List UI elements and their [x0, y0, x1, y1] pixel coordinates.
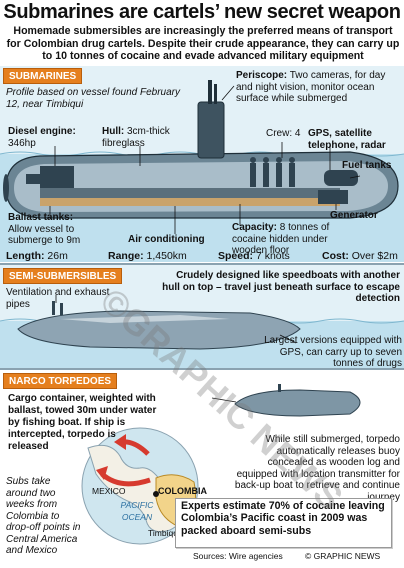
- subs-take-note: Subs take around two weeks from Colombia…: [6, 476, 81, 556]
- crew-label: Crew: 4: [266, 128, 301, 139]
- ballast-title: Ballast tanks:: [8, 212, 74, 223]
- submarine-illustration: [0, 80, 404, 262]
- cargo-container-label: Cargo container, weighted with ballast, …: [8, 393, 157, 452]
- spec-cost: Cost: Over $2m: [322, 250, 398, 262]
- section-divider: [0, 263, 404, 265]
- hull-title: Hull:: [102, 126, 125, 137]
- section-label-semi: SEMI-SUBMERSIBLES: [3, 268, 123, 284]
- page-subtitle: Homemade submersibles are increasingly t…: [6, 25, 400, 63]
- periscope-title: Periscope:: [236, 70, 288, 81]
- crude-design-label: Crudely designed like speedboats with an…: [162, 270, 400, 304]
- credit: © GRAPHIC NEWS: [305, 551, 381, 561]
- vent-label: Ventilation and exhaust pipes: [6, 287, 110, 310]
- hull-text: 3cm-thick fibreglass: [102, 126, 170, 149]
- map-label-timbiqui: Timbiqui: [148, 528, 180, 538]
- ballast-label: Ballast tanks: Allow vessel to submerge …: [8, 212, 108, 247]
- narco-torpedo-illustration: [81, 384, 361, 545]
- aircon-label: Air conditioning: [128, 234, 205, 245]
- capacity-title: Capacity:: [232, 222, 278, 233]
- periscope-label: Periscope: Two cameras, for day and nigh…: [236, 70, 402, 105]
- sources: Sources: Wire agencies: [193, 551, 283, 561]
- diesel-label: Diesel engine: 346hp: [8, 126, 88, 149]
- generator-label: Generator: [330, 210, 378, 221]
- gps-label: GPS, satellite telephone, radar: [308, 128, 386, 151]
- ballast-text: Allow vessel to submerge to 9m: [8, 223, 81, 247]
- section-divider: [0, 368, 404, 370]
- spec-speed: Speed: 7 knots: [218, 250, 290, 262]
- spec-length: Length: 26m: [6, 250, 68, 262]
- section-label-submarines: SUBMARINES: [3, 68, 83, 84]
- capacity-text: 8 tonnes of cocaine hidden under wooden …: [232, 222, 330, 256]
- spec-range: Range: 1,450km: [108, 250, 187, 262]
- section-label-narco: NARCO TORPEDOES: [3, 373, 118, 389]
- diesel-text: 346hp: [8, 137, 36, 149]
- largest-label: Largest versions equipped with GPS, can …: [264, 335, 402, 369]
- profile-note: Profile based on vessel found February 1…: [6, 87, 180, 110]
- map-label-pacific: PACIFIC OCEAN: [120, 500, 154, 522]
- map-label-colombia: COLOMBIA: [158, 486, 207, 496]
- hull-label: Hull: 3cm-thick fibreglass: [102, 126, 192, 149]
- page-title: Submarines are cartels’ new secret weapo…: [3, 1, 401, 23]
- buoy-label: While still submerged, torpedo automatic…: [234, 434, 400, 503]
- callout-box: [175, 498, 392, 548]
- capacity-label: Capacity: 8 tonnes of cocaine hidden und…: [232, 222, 344, 257]
- map-label-mexico: MEXICO: [92, 486, 126, 496]
- semi-submersible-illustration: [0, 295, 404, 368]
- periscope-text: Two cameras, for day and night vision, m…: [236, 70, 386, 104]
- callout-text: Experts estimate 70% of cocaine leaving …: [181, 500, 385, 537]
- fuel-tanks-label: Fuel tanks: [342, 160, 392, 171]
- diesel-title: Diesel engine:: [8, 126, 76, 137]
